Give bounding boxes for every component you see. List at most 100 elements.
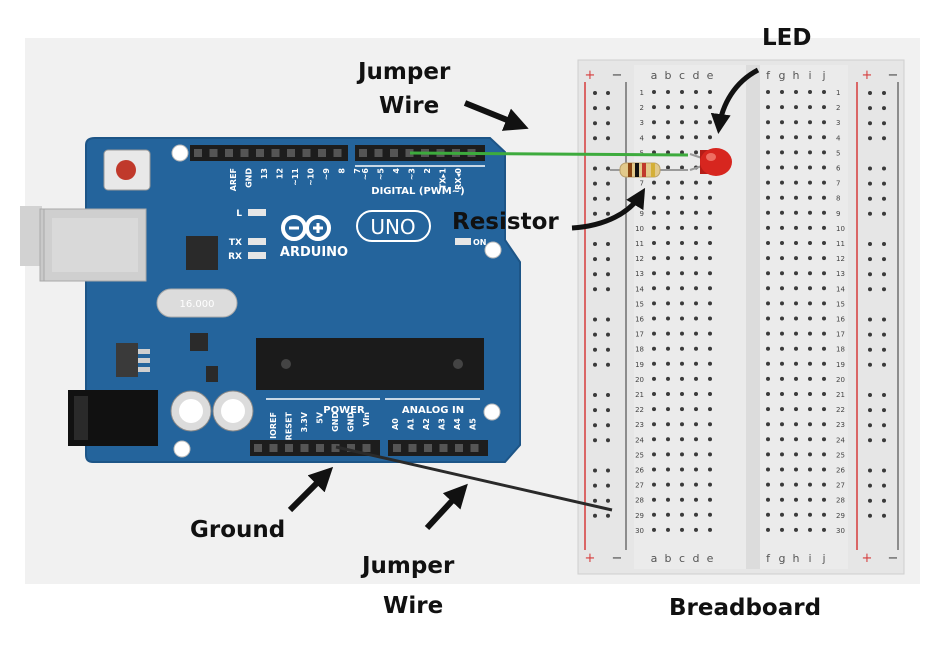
breadboard-hole bbox=[680, 105, 684, 110]
breadboard-hole bbox=[708, 527, 712, 532]
breadboard-hole bbox=[822, 271, 826, 276]
pin-label: A5 bbox=[469, 418, 478, 430]
row-number: 20 bbox=[836, 376, 845, 384]
pin-label: ~5 bbox=[377, 168, 386, 181]
breadboard-hole bbox=[694, 256, 698, 261]
on-label: ON bbox=[473, 238, 487, 247]
breadboard-hole bbox=[708, 225, 712, 230]
rail-hole bbox=[868, 362, 872, 367]
breadboard-hole bbox=[766, 512, 770, 517]
arduino-uno-board: 16.000 L TX RX ON ARDUINO UNO bbox=[20, 137, 521, 463]
black-jumper-wire bbox=[335, 445, 613, 512]
breadboard-hole bbox=[694, 301, 698, 306]
rail-hole bbox=[606, 196, 610, 201]
rail-hole bbox=[593, 166, 597, 171]
led-tx-label: TX bbox=[229, 238, 242, 248]
breadboard-hole bbox=[808, 346, 812, 351]
breadboard-hole bbox=[694, 422, 698, 427]
breadboard-hole bbox=[808, 467, 812, 472]
rail-hole bbox=[593, 257, 597, 262]
green-jumper-wire bbox=[409, 151, 689, 157]
row-number: 10 bbox=[635, 225, 644, 233]
rail-hole bbox=[868, 136, 872, 141]
breadboard-hole bbox=[666, 346, 670, 351]
pin-label: A3 bbox=[438, 418, 447, 430]
row-number: 24 bbox=[836, 436, 845, 444]
breadboard-hole bbox=[708, 331, 712, 336]
regulator-pin bbox=[138, 367, 150, 372]
breadboard-hole bbox=[780, 105, 784, 110]
breadboard-hole bbox=[794, 331, 798, 336]
breadboard-hole bbox=[808, 150, 812, 155]
row-number: 28 bbox=[836, 497, 845, 505]
rail-hole bbox=[606, 121, 610, 126]
breadboard-hole bbox=[766, 467, 770, 472]
breadboard-hole bbox=[766, 497, 770, 502]
row-number: 24 bbox=[635, 436, 644, 444]
row-number: 11 bbox=[836, 240, 845, 248]
breadboard-hole bbox=[680, 376, 684, 381]
breadboard-hole bbox=[652, 90, 656, 94]
breadboard-hole bbox=[694, 497, 698, 502]
breadboard-hole bbox=[766, 527, 770, 532]
breadboard-hole bbox=[708, 301, 712, 306]
breadboard-hole bbox=[766, 256, 770, 261]
breadboard-hole bbox=[822, 346, 826, 351]
rail-hole bbox=[593, 317, 597, 322]
row-number: 30 bbox=[635, 527, 644, 535]
column-letter: f bbox=[766, 552, 771, 565]
breadboard-hole bbox=[680, 392, 684, 396]
breadboard-hole bbox=[822, 105, 826, 110]
breadboard-hole bbox=[680, 210, 684, 215]
breadboard-hole bbox=[680, 437, 684, 442]
row-number: 14 bbox=[635, 285, 644, 293]
rail-hole bbox=[868, 121, 872, 126]
row-number: 29 bbox=[635, 512, 644, 520]
header-hole bbox=[424, 444, 432, 452]
rail-hole bbox=[606, 362, 610, 367]
rail-plus-sign: + bbox=[862, 68, 873, 83]
breadboard-hole bbox=[822, 316, 826, 321]
breadboard-hole bbox=[680, 301, 684, 306]
breadboard-hole bbox=[822, 482, 826, 487]
rail-hole bbox=[593, 468, 597, 473]
row-number: 10 bbox=[836, 225, 845, 233]
pin-label: GND bbox=[331, 412, 340, 432]
rail-hole bbox=[606, 181, 610, 186]
pin-label: RESET bbox=[285, 411, 294, 440]
rail-hole bbox=[593, 121, 597, 126]
header-hole bbox=[194, 149, 202, 157]
arduino-logo bbox=[281, 215, 331, 241]
breadboard-hole bbox=[666, 527, 670, 532]
breadboard-hole bbox=[666, 512, 670, 517]
arrow-bottom-jumper bbox=[424, 483, 468, 531]
header-hole bbox=[408, 444, 417, 452]
row-number: 19 bbox=[836, 361, 845, 369]
header-hole bbox=[269, 444, 278, 452]
breadboard-hole bbox=[808, 135, 812, 140]
usb-chip bbox=[186, 236, 218, 270]
rail-hole bbox=[882, 498, 886, 503]
breadboard-hole bbox=[708, 120, 712, 125]
breadboard-hole bbox=[794, 150, 798, 155]
breadboard-hole bbox=[808, 482, 812, 487]
breadboard-hole bbox=[794, 286, 798, 291]
breadboard-hole bbox=[822, 527, 826, 532]
breadboard-hole bbox=[666, 316, 670, 321]
digital-section-label: DIGITAL (PWM~) bbox=[371, 186, 464, 197]
row-number: 11 bbox=[635, 240, 644, 248]
header-hole bbox=[333, 149, 342, 157]
breadboard-hole bbox=[822, 331, 826, 336]
breadboard-hole bbox=[780, 210, 784, 215]
rail-hole bbox=[882, 468, 886, 473]
breadboard-hole bbox=[666, 407, 670, 412]
breadboard-hole bbox=[780, 512, 784, 517]
breadboard-hole bbox=[794, 241, 798, 245]
breadboard-hole bbox=[694, 225, 698, 230]
breadboard-hole bbox=[780, 361, 784, 366]
breadboard-hole bbox=[666, 482, 670, 487]
header-hole bbox=[393, 444, 401, 452]
rail-hole bbox=[882, 317, 886, 322]
breadboard-hole bbox=[794, 512, 798, 517]
